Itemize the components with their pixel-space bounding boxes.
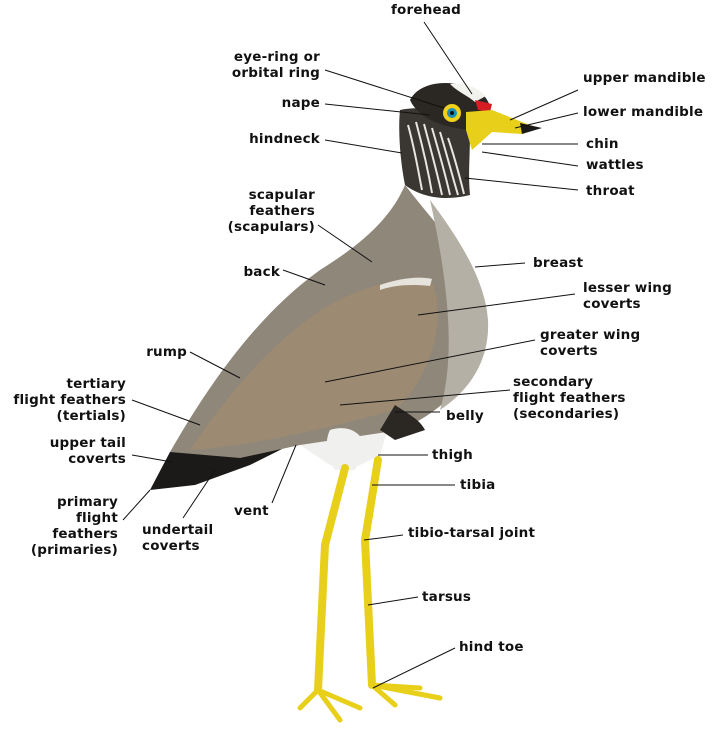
label-wattles: wattles xyxy=(586,157,666,173)
label-lesser-wing-coverts: lesser wing coverts xyxy=(583,280,703,312)
label-belly: belly xyxy=(446,408,506,424)
label-secondary: secondary flight feathers (secondaries) xyxy=(513,374,653,422)
label-breast: breast xyxy=(533,255,613,271)
label-lower-mandible: lower mandible xyxy=(583,104,713,120)
label-thigh: thigh xyxy=(432,447,492,463)
label-undertail-coverts: undertail coverts xyxy=(142,522,242,554)
legs xyxy=(300,460,440,720)
label-tertiary: tertiary flight feathers (tertials) xyxy=(0,376,126,424)
label-upper-tail-coverts: upper tail coverts xyxy=(10,435,126,467)
label-rump: rump xyxy=(110,344,187,360)
label-greater-wing-coverts: greater wing coverts xyxy=(540,327,670,359)
label-primary: primary flight feathers (primaries) xyxy=(0,494,118,558)
label-eye-ring: eye-ring or orbital ring xyxy=(190,49,320,81)
label-chin: chin xyxy=(586,136,666,152)
label-tarsus: tarsus xyxy=(422,589,492,605)
label-nape: nape xyxy=(230,95,320,111)
pupil xyxy=(450,111,454,115)
label-hind-toe: hind toe xyxy=(459,639,539,655)
label-hindneck: hindneck xyxy=(210,131,320,147)
label-throat: throat xyxy=(586,183,666,199)
label-tibio-tarsal-joint: tibio-tarsal joint xyxy=(408,525,568,541)
label-forehead: forehead xyxy=(371,2,481,18)
label-vent: vent xyxy=(234,503,294,519)
label-tibia: tibia xyxy=(460,477,520,493)
label-upper-mandible: upper mandible xyxy=(583,70,713,86)
label-back: back xyxy=(200,264,280,280)
label-scapular: scapular feathers (scapulars) xyxy=(200,187,315,235)
